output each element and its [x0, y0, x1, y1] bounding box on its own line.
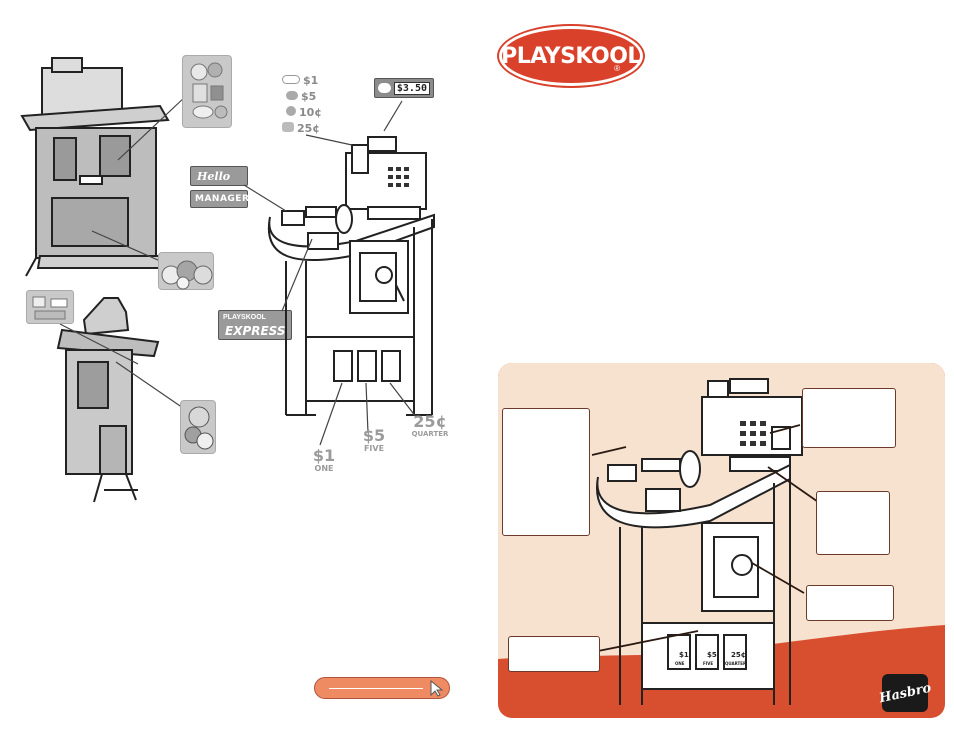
bill-slot-one-label: $1: [679, 651, 689, 659]
balls-picture: [158, 252, 214, 290]
price-value: $3.50: [393, 81, 430, 95]
mini-playskool-icon: [378, 83, 391, 93]
price-display: $3.50: [374, 78, 434, 98]
callout-box-card-reader: [502, 408, 590, 536]
trademark-symbol: ®: [614, 64, 620, 73]
coin-five-dollar: $5: [286, 90, 316, 103]
manager-card: MANAGER: [190, 190, 250, 208]
express-brand-label: PLAYSKOOL: [223, 314, 266, 321]
bill-slot-one-sub: ONE: [675, 661, 685, 666]
hello-label: Hello: [197, 170, 231, 183]
feature-diagram: $1 ONE $5 FIVE 25¢ QUARTER: [498, 363, 945, 718]
express-label: EXPRESS: [225, 324, 286, 338]
hasbro-logo-text: Hasbro: [877, 680, 933, 706]
shelf-picture: [26, 290, 74, 324]
right-panel: PLAYSKOOL ®: [477, 0, 954, 738]
money-tag-one: $1 ONE: [312, 446, 336, 474]
callout-box-bill-slots: [508, 636, 600, 672]
callout-box-register: [802, 388, 896, 448]
bill-slot-five-sub: FIVE: [703, 661, 713, 666]
coin-quarter: 25¢: [282, 122, 320, 135]
groceries-picture: [182, 55, 232, 128]
playskool-logo-text: PLAYSKOOL: [501, 43, 641, 69]
pointer-cursor-icon: [430, 679, 444, 697]
money-tag-five: $5 FIVE: [362, 426, 386, 454]
next-page-button[interactable]: [314, 677, 450, 699]
playskool-logo: PLAYSKOOL ®: [497, 24, 645, 88]
hello-card: Hello: [190, 166, 248, 186]
express-card: PLAYSKOOL EXPRESS: [218, 310, 292, 340]
callout-box-safe: [806, 585, 894, 621]
hasbro-logo: Hasbro: [878, 674, 932, 712]
stand-front-view: [243, 100, 435, 446]
left-panel: $1 $5 10¢ 25¢ $3.50 Hello MANAGER PLAYSK…: [20, 55, 450, 699]
button-line: [329, 688, 423, 689]
stand-side-view: [56, 297, 187, 503]
bill-slot-five-label: $5: [707, 651, 717, 659]
coin-ten-cents: 10¢: [286, 106, 322, 119]
coin-set-picture: [180, 400, 216, 454]
callout-box-drawer: [816, 491, 890, 555]
stand-diagram-illustration: $1 ONE $5 FIVE 25¢ QUARTER: [596, 378, 803, 705]
manager-label: MANAGER: [195, 194, 250, 204]
money-tag-quarter: 25¢ QUARTER: [411, 412, 449, 439]
stand-back-view: [20, 57, 187, 277]
bill-slot-quarter-sub: QUARTER: [725, 661, 746, 666]
coin-list: $1 $5 10¢ 25¢: [282, 74, 342, 140]
bill-slot-quarter-label: 25¢: [731, 651, 746, 659]
coin-one-dollar: $1: [282, 74, 318, 87]
